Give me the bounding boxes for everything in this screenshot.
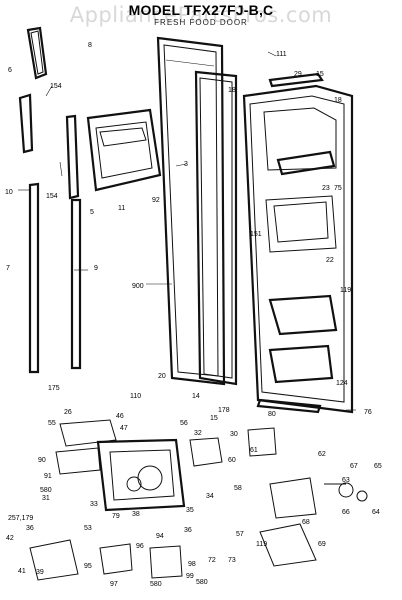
- dispenser-housing: [55, 419, 186, 512]
- label-110: 110: [130, 393, 141, 400]
- door-bin-lower: [268, 294, 338, 336]
- label-90: 90: [38, 457, 46, 464]
- label-580: 580: [40, 487, 52, 494]
- door-outer-panel: [156, 36, 226, 386]
- label-63: 63: [342, 477, 350, 484]
- label-94: 94: [156, 533, 164, 540]
- lower-components: [29, 427, 368, 581]
- label-8: 8: [88, 42, 92, 49]
- label-32: 32: [194, 430, 202, 437]
- butter-bin: [273, 201, 329, 243]
- label-580c: 580: [196, 579, 208, 586]
- watermark: AppliancePartsPros.com: [69, 3, 333, 27]
- label-39: 39: [36, 569, 44, 576]
- label-47: 47: [120, 425, 128, 432]
- label-11: 11: [118, 205, 125, 212]
- label-68: 68: [302, 519, 310, 526]
- label-98: 98: [188, 561, 196, 568]
- label-91: 91: [44, 473, 52, 480]
- label-22: 22: [326, 257, 334, 264]
- label-18: 18: [228, 87, 236, 94]
- label-95: 95: [84, 563, 92, 570]
- label-111: 111: [276, 51, 287, 58]
- label-57: 57: [236, 531, 244, 538]
- door-trim-long-left: [28, 182, 40, 374]
- label-900: 900: [132, 283, 144, 290]
- label-580b: 580: [150, 581, 162, 588]
- label-29: 29: [294, 71, 302, 78]
- label-175: 175: [48, 385, 60, 392]
- label-56: 56: [180, 420, 188, 427]
- label-46: 46: [116, 413, 124, 420]
- label-41: 41: [18, 568, 26, 575]
- label-3: 3: [184, 161, 188, 168]
- label-42: 42: [6, 535, 14, 542]
- label-6: 6: [8, 67, 12, 74]
- door-liner: [242, 84, 354, 414]
- door-gasket: [194, 70, 238, 386]
- label-30: 30: [230, 431, 238, 438]
- top-trim: [268, 72, 324, 88]
- label-31: 31: [42, 495, 50, 502]
- label-76: 76: [364, 409, 372, 416]
- label-65: 65: [374, 463, 382, 470]
- label-154b: 154: [46, 193, 58, 200]
- label-178: 178: [218, 407, 230, 414]
- label-23: 23: [322, 185, 330, 192]
- dairy-bar: [276, 150, 336, 176]
- dispenser-cover: [86, 108, 162, 192]
- label-15: 15: [316, 71, 324, 78]
- label-5: 5: [90, 209, 94, 216]
- label-33: 33: [90, 501, 98, 508]
- label-119: 119: [340, 287, 351, 294]
- label-257-179: 257,179: [8, 515, 33, 522]
- label-69: 69: [318, 541, 326, 548]
- leader-lines: [18, 51, 356, 411]
- part-number-labels: 8 6 154 154 10 5 11 7 9 175 900 3 92 111…: [5, 42, 382, 588]
- label-53: 53: [84, 525, 92, 532]
- page-title: MODEL TFX27FJ-B,C: [128, 2, 274, 18]
- label-92: 92: [152, 197, 160, 204]
- label-97: 97: [110, 581, 118, 588]
- label-73: 73: [228, 557, 236, 564]
- label-61: 61: [250, 447, 258, 454]
- label-119b: 119: [256, 541, 267, 548]
- label-79: 79: [112, 513, 120, 520]
- bottom-trim: [256, 398, 322, 414]
- label-154: 154: [50, 83, 62, 90]
- label-36b: 36: [184, 527, 192, 534]
- door-trim-long-right: [65, 114, 82, 370]
- page-subtitle: FRESH FOOD DOOR: [154, 18, 248, 27]
- label-72: 72: [208, 557, 216, 564]
- label-36: 36: [26, 525, 34, 532]
- label-26: 26: [64, 409, 72, 416]
- label-80: 80: [268, 411, 276, 418]
- door-bin-bottom: [268, 344, 334, 384]
- label-62: 62: [318, 451, 326, 458]
- label-7: 7: [6, 265, 10, 272]
- label-20: 20: [158, 373, 166, 380]
- label-66: 66: [342, 509, 350, 516]
- label-55: 55: [48, 420, 56, 427]
- label-58: 58: [234, 485, 242, 492]
- label-35: 35: [186, 507, 194, 514]
- label-67: 67: [350, 463, 358, 470]
- label-14: 14: [192, 393, 200, 400]
- door-trim-upper: [26, 26, 48, 80]
- label-10: 10: [5, 189, 13, 196]
- label-18b: 18: [334, 97, 342, 104]
- label-99: 99: [186, 573, 194, 580]
- label-15b: 15: [210, 415, 218, 422]
- label-60: 60: [228, 457, 236, 464]
- label-38: 38: [132, 511, 140, 518]
- label-9: 9: [94, 265, 98, 272]
- label-96: 96: [136, 543, 144, 550]
- label-64: 64: [372, 509, 380, 516]
- label-75: 75: [334, 185, 342, 192]
- label-151: 151: [250, 231, 262, 238]
- door-trim-mid: [18, 93, 34, 154]
- label-124: 124: [336, 380, 348, 387]
- label-34: 34: [206, 493, 214, 500]
